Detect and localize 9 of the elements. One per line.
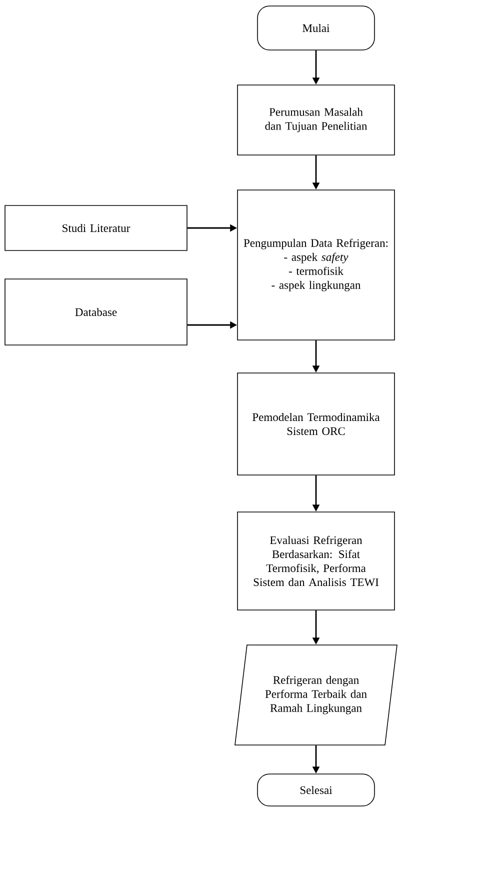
output-parallelogram: Refrigeran dengan Performa Terbaik dan Ramah Lingkungan	[234, 644, 398, 746]
process-box: Evaluasi Refrigeran Berdasarkan: Sifat Termofisik, Performa Sistem dan Analisis TEWI	[237, 512, 395, 610]
terminal-box: Selesai	[257, 774, 375, 806]
process-box: Pengumpulan Data Refrigeran: - aspek safety - termofisik - aspek lingkungan	[237, 190, 395, 340]
input-box: Database	[4, 278, 188, 346]
input-box: Studi Literatur	[4, 205, 188, 251]
terminal-box: Mulai	[257, 6, 375, 50]
process-box: Pemodelan Termodinamika Sistem ORC	[237, 372, 395, 476]
process-box: Perumusan Masalah dan Tujuan Penelitian	[237, 84, 395, 156]
